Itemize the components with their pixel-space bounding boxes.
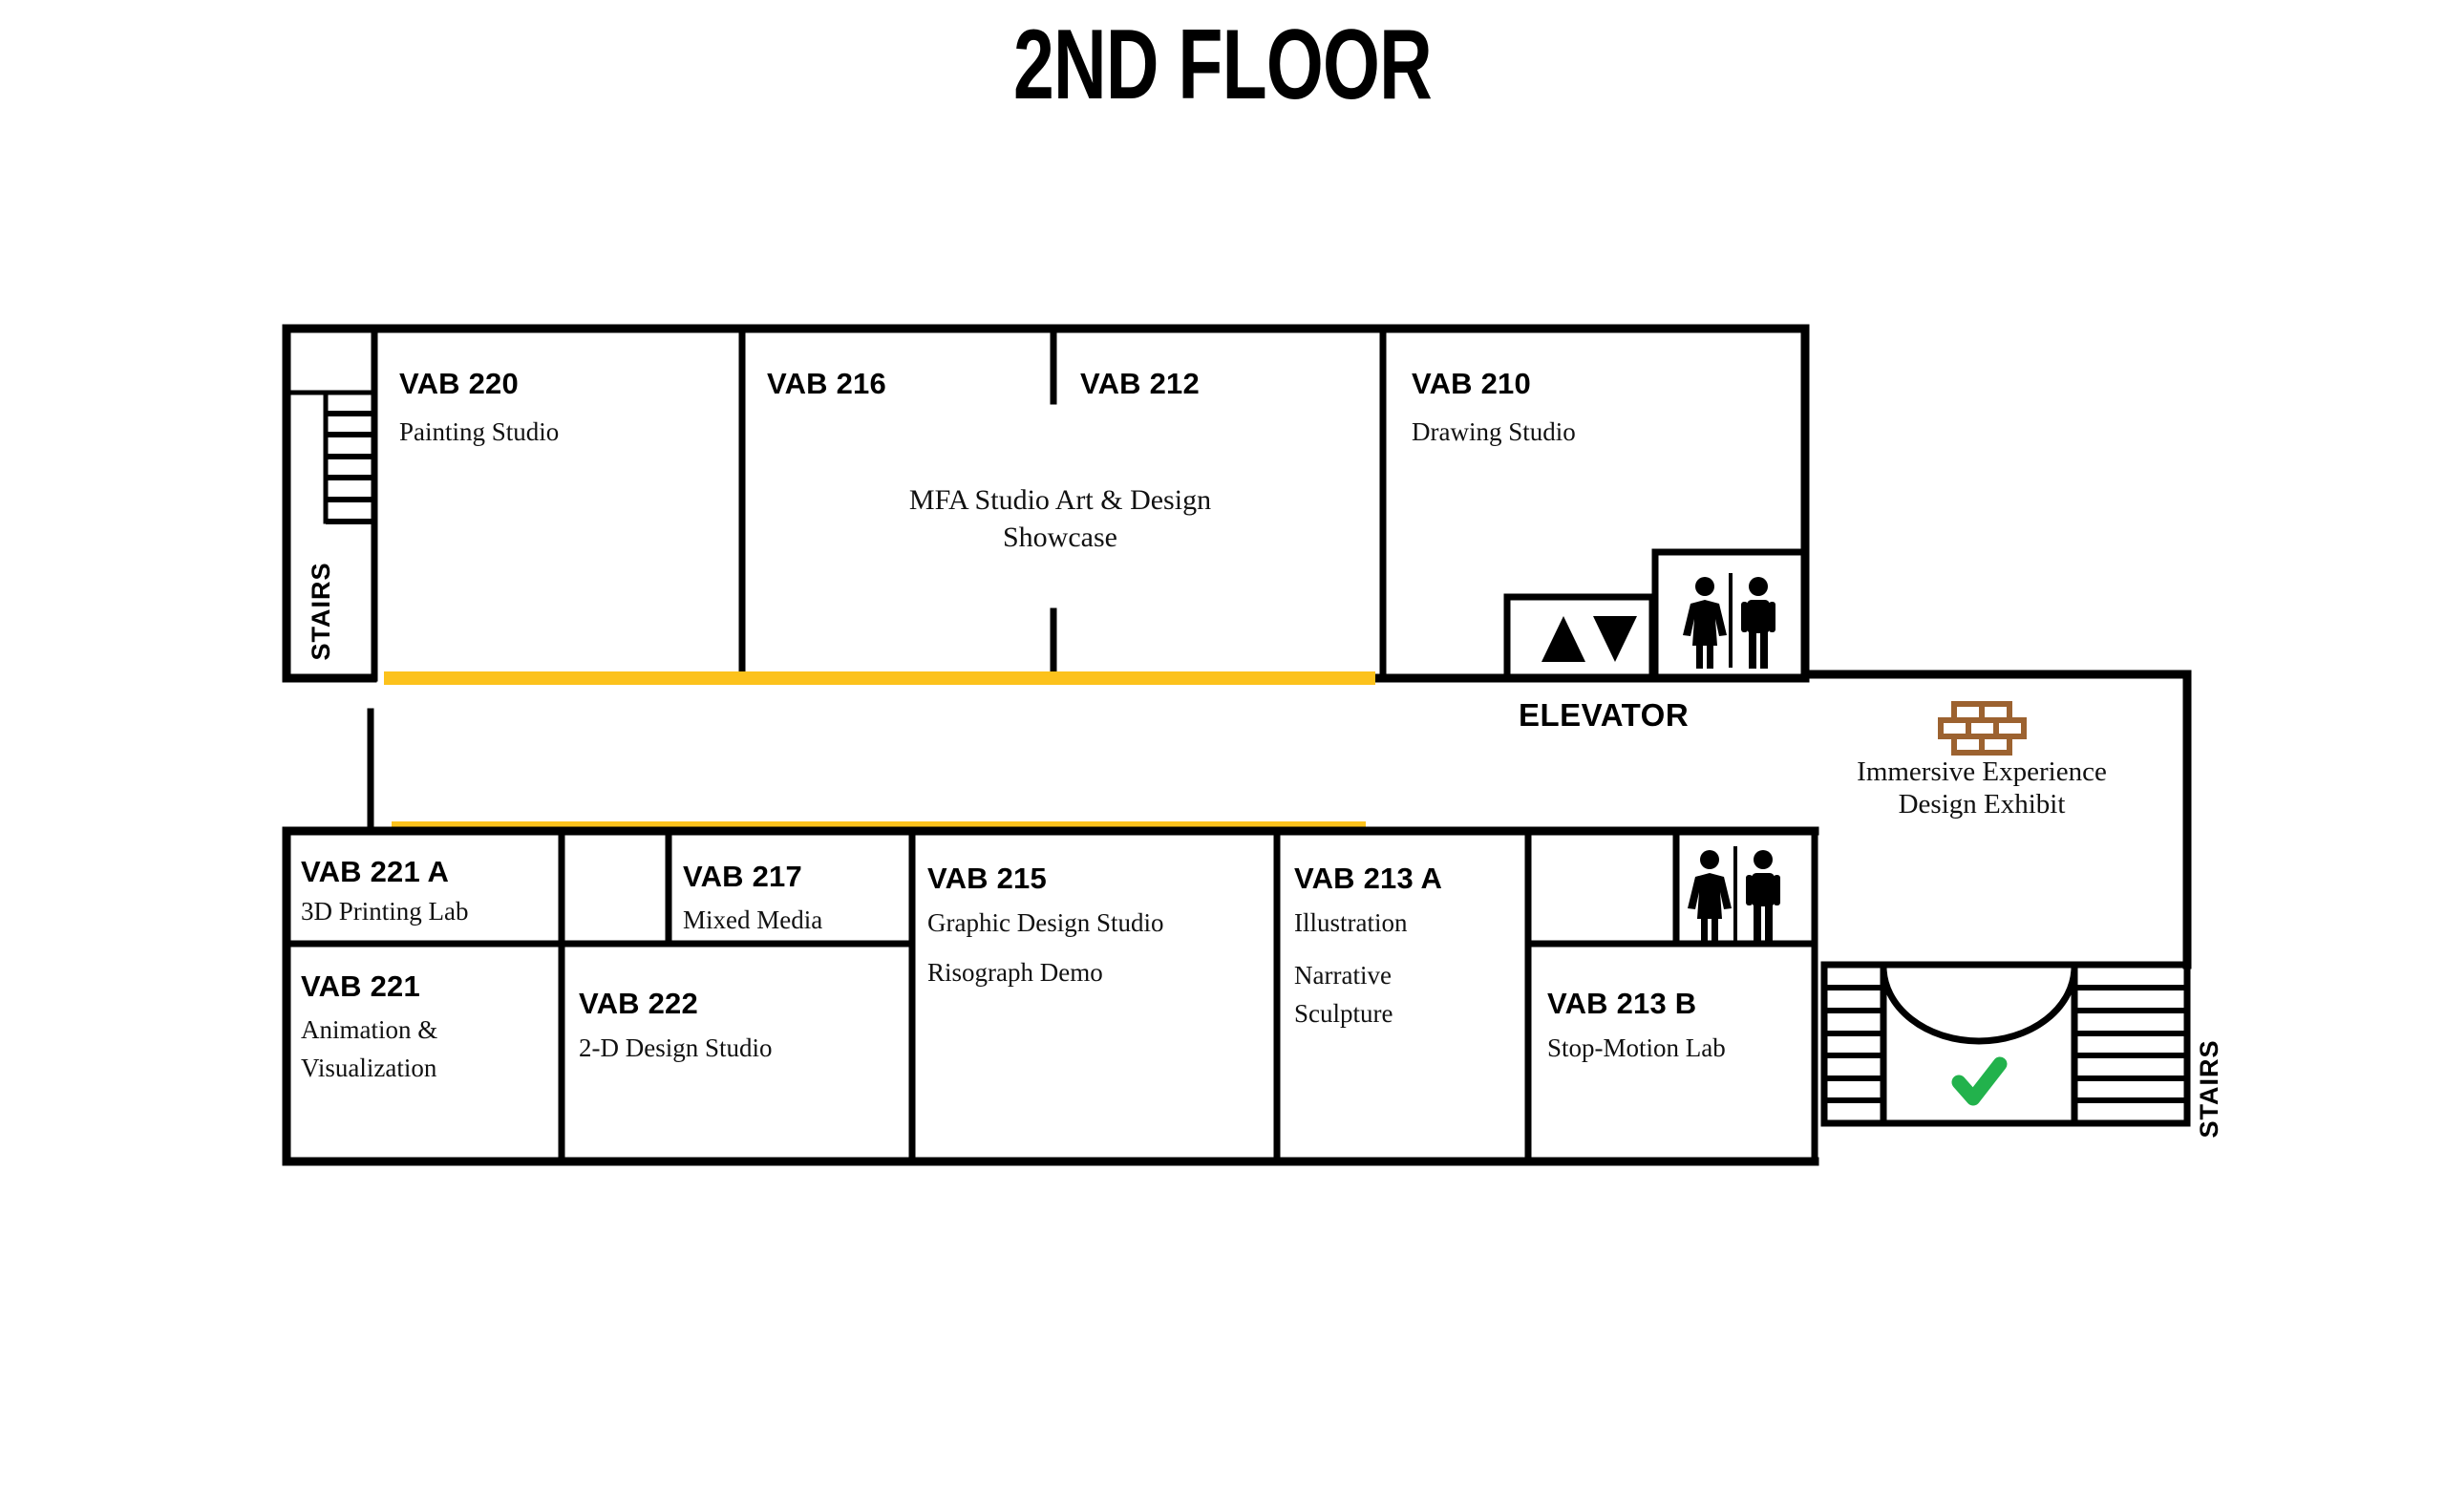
room-number-vab-220: VAB 220 bbox=[399, 367, 519, 400]
corridor-highlight-bars bbox=[384, 671, 1375, 835]
room-number-vab-213-a: VAB 213 A bbox=[1294, 862, 1442, 895]
room-name-vab-222: 2-D Design Studio bbox=[579, 1033, 773, 1062]
exhibit-label-line1: Immersive Experience bbox=[1857, 756, 2107, 787]
elevator-up-triangle-icon bbox=[1541, 616, 1585, 662]
elevator-label: ELEVATOR bbox=[1519, 697, 1689, 733]
room-name-vab-221: Animation & bbox=[301, 1015, 437, 1044]
room-number-vab-216: VAB 216 bbox=[767, 367, 886, 400]
room-name-vab-220: Painting Studio bbox=[399, 417, 559, 446]
room-name2-vab-215: Risograph Demo bbox=[927, 958, 1103, 987]
lower-block-walls bbox=[282, 826, 1819, 1166]
upper-room-dividers bbox=[738, 325, 1387, 682]
stairs-right: STAIRS bbox=[1820, 961, 2223, 1139]
restroom-women-icon-lower bbox=[1688, 850, 1732, 942]
room-number-vab-210: VAB 210 bbox=[1412, 367, 1531, 400]
showcase-label-line1: MFA Studio Art & Design bbox=[909, 484, 1211, 516]
room-name-vab-215: Graphic Design Studio bbox=[927, 908, 1163, 937]
lower-room-dividers bbox=[283, 827, 1818, 1165]
room-name-vab-217: Mixed Media bbox=[683, 905, 822, 934]
room-name2-vab-213-a: Narrative bbox=[1294, 961, 1392, 990]
upper-room-labels: VAB 220 Painting Studio VAB 216 VAB 212 … bbox=[399, 367, 1576, 553]
showcase-label-line2: Showcase bbox=[1003, 522, 1117, 553]
room-name-vab-213-a: Illustration bbox=[1294, 908, 1408, 937]
stairs-curve-arc bbox=[1880, 966, 2078, 1045]
stairs-left: STAIRS bbox=[284, 325, 378, 682]
lower-room-labels: VAB 221 A 3D Printing Lab VAB 217 Mixed … bbox=[301, 855, 1726, 1082]
corridor-walls bbox=[367, 670, 2192, 969]
room-number-vab-215: VAB 215 bbox=[927, 862, 1047, 895]
exhibit-label-line2: Design Exhibit bbox=[1899, 789, 2066, 820]
room-name-vab-213-b: Stop-Motion Lab bbox=[1547, 1033, 1726, 1062]
room-name-vab-221-a: 3D Printing Lab bbox=[301, 897, 469, 926]
page-title: 2ND FLOOR bbox=[1012, 10, 1433, 120]
restroom-lower[interactable] bbox=[1688, 846, 1780, 942]
elevator-down-triangle-icon bbox=[1593, 616, 1637, 662]
room-name-vab-210: Drawing Studio bbox=[1412, 417, 1576, 446]
room-number-vab-222: VAB 222 bbox=[579, 987, 698, 1020]
room-name2-vab-221: Visualization bbox=[301, 1054, 437, 1082]
room-number-vab-217: VAB 217 bbox=[683, 860, 802, 893]
green-check-icon bbox=[1951, 1056, 2008, 1106]
room-number-vab-213-b: VAB 213 B bbox=[1547, 987, 1696, 1020]
upper-block-walls bbox=[282, 324, 1810, 683]
room-number-vab-221: VAB 221 bbox=[301, 969, 420, 1003]
stairs-right-label: STAIRS bbox=[2195, 1039, 2223, 1138]
elevator-box[interactable] bbox=[1503, 593, 1656, 682]
room-number-vab-221-a: VAB 221 A bbox=[301, 855, 449, 888]
restroom-women-icon bbox=[1683, 577, 1727, 669]
brick-wall-icon bbox=[1938, 701, 2027, 756]
immersive-exhibit: Immersive Experience Design Exhibit bbox=[1857, 701, 2107, 820]
restroom-men-icon bbox=[1741, 577, 1775, 669]
room-number-vab-212: VAB 212 bbox=[1080, 367, 1200, 400]
restroom-men-icon-lower bbox=[1746, 850, 1780, 942]
stairs-left-label: STAIRS bbox=[307, 562, 335, 660]
restroom-upper[interactable] bbox=[1651, 548, 1809, 682]
room-name3-vab-213-a: Sculpture bbox=[1294, 999, 1393, 1028]
